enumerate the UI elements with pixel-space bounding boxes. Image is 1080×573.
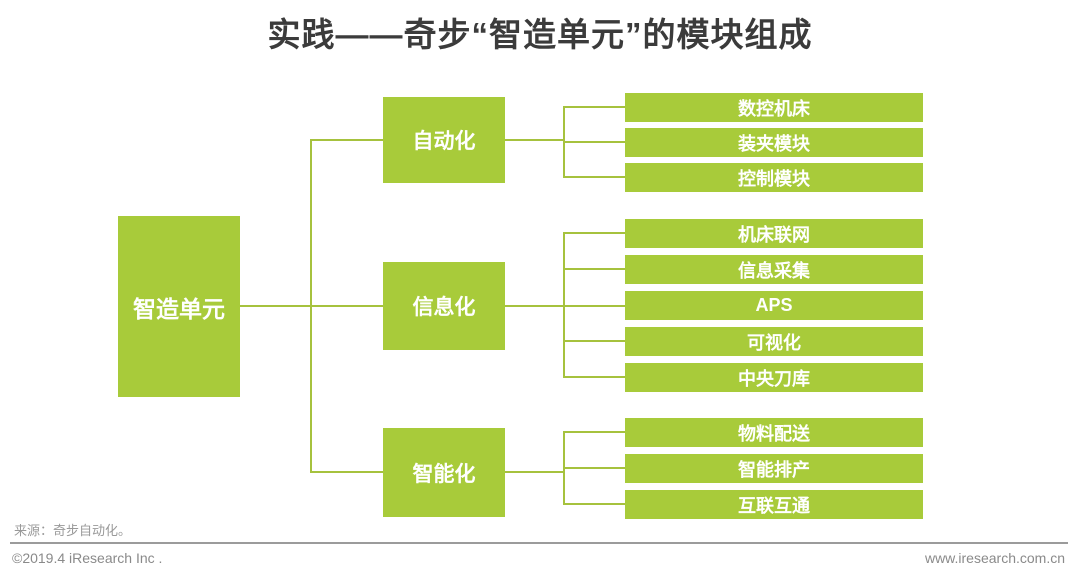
branch-node-informatization: 信息化 bbox=[383, 262, 505, 350]
connector-trunk-intelligence bbox=[310, 471, 383, 473]
stub-visualization bbox=[563, 340, 625, 342]
stub-cnc-machine bbox=[563, 106, 625, 108]
root-node-smart-unit: 智造单元 bbox=[118, 216, 240, 397]
leaf-node-aps: APS bbox=[625, 291, 923, 320]
connector-trunk-automation bbox=[310, 139, 383, 141]
source-note: 来源：奇步自动化。 bbox=[14, 523, 132, 538]
stub-machine-networking bbox=[563, 232, 625, 234]
leaf-node-clamping-module: 装夹模块 bbox=[625, 128, 923, 157]
leaf-node-machine-networking: 机床联网 bbox=[625, 219, 923, 248]
connector-intelligence-bus bbox=[505, 471, 563, 473]
page-title: 实践——奇步“智造单元”的模块组成 bbox=[267, 16, 813, 53]
connector-automation-bus bbox=[505, 139, 563, 141]
leaf-node-data-collection: 信息采集 bbox=[625, 255, 923, 284]
leaf-node-central-tool-magazine: 中央刀库 bbox=[625, 363, 923, 392]
branch-node-automation: 自动化 bbox=[383, 97, 505, 183]
leaf-node-cnc-machine: 数控机床 bbox=[625, 93, 923, 122]
leaf-node-visualization: 可视化 bbox=[625, 327, 923, 356]
connector-informatization-bus bbox=[505, 305, 563, 307]
leaf-node-control-module: 控制模块 bbox=[625, 163, 923, 192]
stub-clamping-module bbox=[563, 141, 625, 143]
stub-interconnection bbox=[563, 503, 625, 505]
leaf-node-material-delivery: 物料配送 bbox=[625, 418, 923, 447]
stub-aps bbox=[563, 305, 625, 307]
connector-root-trunk bbox=[240, 305, 310, 307]
branch-node-intelligence: 智能化 bbox=[383, 428, 505, 517]
connector-trunk-informatization bbox=[310, 305, 383, 307]
footer-divider bbox=[10, 542, 1068, 544]
stub-data-collection bbox=[563, 268, 625, 270]
stub-control-module bbox=[563, 176, 625, 178]
website-text: www.iresearch.com.cn bbox=[924, 550, 1065, 566]
stub-material-delivery bbox=[563, 431, 625, 433]
leaf-node-interconnection: 互联互通 bbox=[625, 490, 923, 519]
leaf-node-smart-scheduling: 智能排产 bbox=[625, 454, 923, 483]
stub-smart-scheduling bbox=[563, 467, 625, 469]
stub-central-tool-magazine bbox=[563, 376, 625, 378]
copyright-text: ©2019.4 iResearch Inc . bbox=[12, 550, 163, 566]
